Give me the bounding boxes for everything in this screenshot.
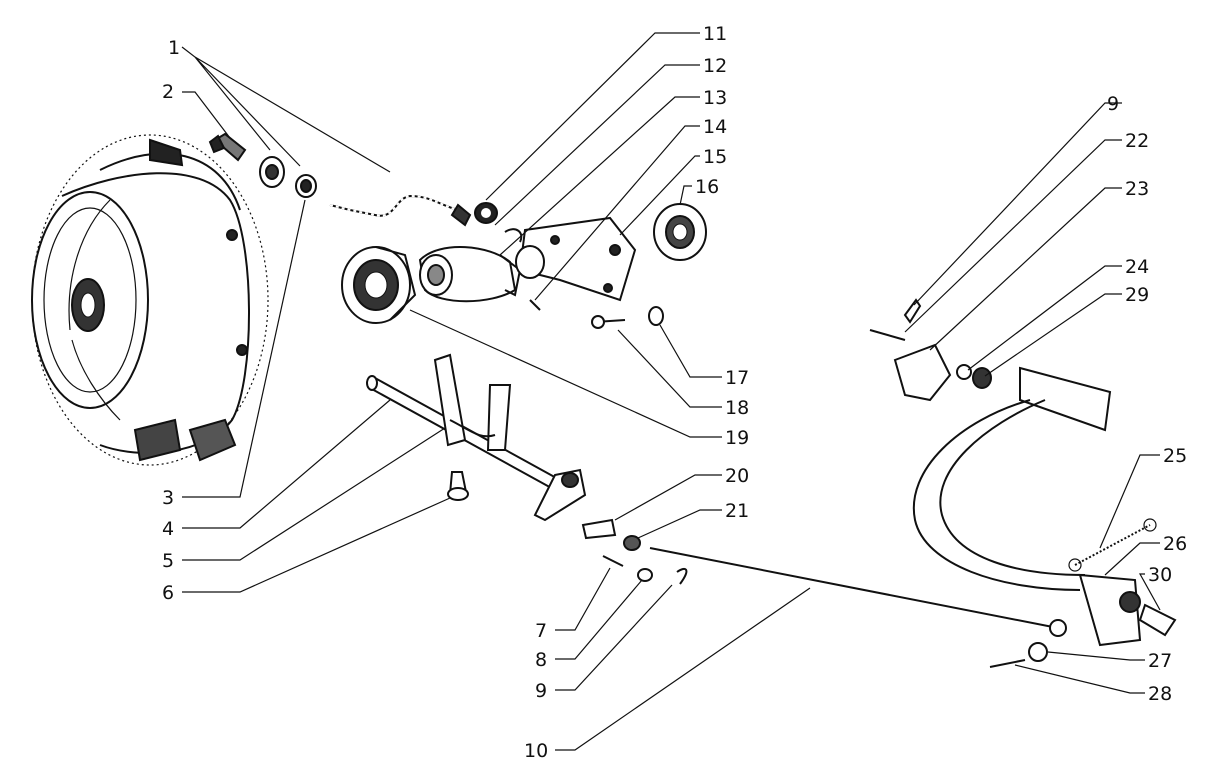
clevis (581, 518, 617, 540)
split-pin (676, 567, 688, 585)
pedal-split-pin (989, 659, 1026, 668)
callout-1: 1 (168, 37, 180, 59)
cylinder-flange (515, 216, 637, 302)
pedal-washer (972, 367, 992, 389)
leader-lines (181, 32, 1161, 751)
callout-4: 4 (162, 518, 174, 540)
clevis-pin (602, 555, 624, 567)
callout-8: 8 (535, 649, 547, 671)
callout-11: 11 (703, 23, 727, 45)
callout-30: 30 (1148, 564, 1172, 586)
clutch-housing (31, 134, 269, 466)
callout-27: 27 (1148, 650, 1172, 672)
locknut (623, 535, 641, 551)
pedal-nut (956, 364, 972, 380)
callout-28: 28 (1148, 683, 1172, 705)
callout-5: 5 (162, 550, 174, 572)
callout-17: 17 (725, 367, 749, 389)
pedal-shaft (1138, 603, 1177, 637)
callout-19: 19 (725, 427, 749, 449)
bleed-nut (648, 306, 664, 326)
clip-spring (504, 228, 523, 243)
small-pin (529, 299, 541, 311)
callout-9-top: 9 (1107, 93, 1119, 115)
seal-ring (474, 202, 498, 224)
hydraulic-hose (329, 194, 472, 227)
pedal-bracket (893, 343, 952, 402)
callout-2: 2 (162, 81, 174, 103)
release-bearing (341, 246, 417, 324)
callout-10: 10 (524, 740, 548, 762)
push-rod (649, 547, 1067, 637)
nut (259, 156, 285, 188)
callout-25: 25 (1163, 445, 1187, 467)
callout-6: 6 (162, 582, 174, 604)
callout-9-bottom: 9 (535, 680, 547, 702)
washer (295, 174, 317, 198)
fork-bolt (447, 471, 469, 501)
pin-washer (637, 568, 653, 582)
callout-21: 21 (725, 500, 749, 522)
slave-cylinder (418, 246, 522, 303)
callout-7: 7 (535, 620, 547, 642)
callout-12: 12 (703, 55, 727, 77)
grease-nipple (208, 132, 247, 162)
callout-16: 16 (695, 176, 719, 198)
callout-15: 15 (703, 146, 727, 168)
pedal-lever (912, 366, 1142, 647)
callout-labels: 1 2 3 4 5 6 7 8 9 9 10 11 12 13 14 15 16… (162, 23, 1187, 762)
callout-20: 20 (725, 465, 749, 487)
pedal-bushing (1028, 642, 1048, 662)
callout-24: 24 (1125, 256, 1149, 278)
release-shaft (366, 353, 587, 522)
small-screw (591, 315, 626, 329)
piston-seal (653, 203, 707, 261)
callout-23: 23 (1125, 178, 1149, 200)
callout-13: 13 (703, 87, 727, 109)
callout-14: 14 (703, 116, 727, 138)
callout-26: 26 (1163, 533, 1187, 555)
callout-3: 3 (162, 487, 174, 509)
return-spring (1068, 518, 1157, 572)
cotter-pin (903, 298, 922, 324)
callout-18: 18 (725, 397, 749, 419)
callout-29: 29 (1125, 284, 1149, 306)
pivot-pin (869, 329, 906, 341)
callout-22: 22 (1125, 130, 1149, 152)
